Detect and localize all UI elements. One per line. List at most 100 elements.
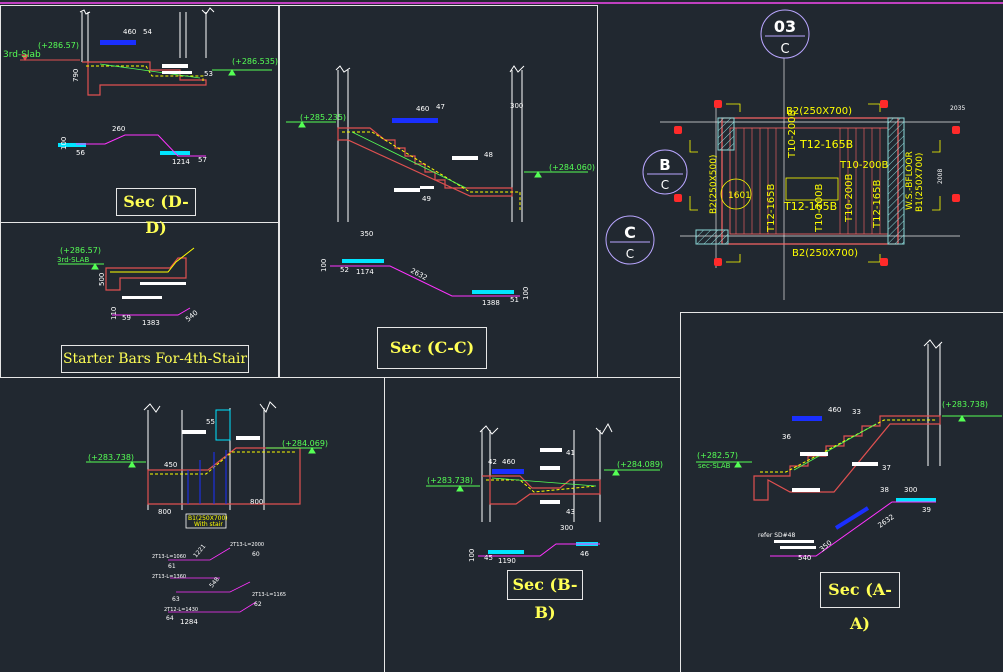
bl-mark-62: 62 [254,601,262,608]
aa-mark-37: 37 [882,464,891,472]
section-dd [20,7,272,157]
plan-rebar-4: T10-200B [839,160,889,171]
callout-03-number: 03 [774,17,796,36]
dd-mark-56: 56 [76,149,85,157]
panel-frames [0,5,1003,672]
aa-refer: refer SD#48 [758,532,795,539]
bl-note-5: 2T12-L=1430 [164,607,198,613]
plan-dim-2035: 2035 [950,105,965,112]
plan-beam-top: B2(250X700) [786,106,852,117]
plan-rebar-5: T12-165B [783,200,837,213]
plan-rebar-1: T12-165B [799,138,853,151]
cc-mark-49: 49 [422,195,431,203]
plan-rebar-2: T10-200B [787,109,798,159]
plan-rebar-3: T12-165B [766,183,777,233]
dd-level-1: (+286.57) [38,41,79,50]
bl-note-1: 2T13-L=1060 [152,554,186,560]
plan-rebar-7: T12-165B [872,179,883,229]
bl-dim-800-left: 800 [158,508,171,516]
cc-level-2: (+284.060) [549,163,595,172]
section-bb [426,422,660,557]
cc-dim-1388: 1388 [482,299,500,307]
dd-dim-460: 460 [123,28,136,36]
starter-title: Starter Bars For-4th-Stair [61,345,249,373]
plan-beam-right: B1(250X700) [915,153,925,212]
bl-level-1: (+283.738) [88,453,134,462]
aa-mark-36: 36 [782,433,791,441]
callout-b-circle [642,149,688,195]
dd-mark-57: 57 [198,156,207,164]
bb-dim-460: 460 [502,458,515,466]
starter-bars-drawing [58,247,195,316]
aa-level-2: (+283.738) [942,400,988,409]
plan-beam-left: B2(250X500) [709,155,719,214]
callout-03-letter: C [780,42,789,57]
dd-dim-260: 260 [112,125,125,133]
dd-dim-1214: 1214 [172,158,190,166]
starter-dim-110: 110 [110,307,118,320]
dd-slab: 3rd-Slab [3,50,41,60]
plan-rebar-8: T10-200B [844,173,855,223]
dd-mark-53: 53 [204,70,213,78]
section-aa [696,339,1002,557]
bb-mark-41: 41 [566,449,575,457]
plan-dim-2008: 2008 [937,169,944,184]
bl-level-2: (+284.069) [282,439,328,448]
sec-bb-title: Sec (B-B) [507,570,583,622]
aa-dim-460: 460 [828,406,841,414]
starter-slab: 3rd-SLAB [57,256,89,264]
sec-bb-title-text: Sec (B-B) [512,575,578,622]
bb-mark-46: 46 [580,550,589,558]
aa-level-1: (+282.57) [697,451,738,460]
cc-dim-1174: 1174 [356,268,374,276]
stair-plan [605,9,960,300]
bl-dim-1221: 1221 [192,543,207,559]
starter-dim-500: 500 [98,273,106,286]
aa-dim-350: 350 [818,539,833,554]
bb-dim-1190: 1190 [498,557,516,565]
cc-dim-100-right: 100 [522,287,530,300]
sec-cc-title: Sec (C-C) [377,327,487,369]
callout-c-letter: C [626,247,634,261]
bl-mark-63: 63 [172,596,180,603]
aa-mark-38: 38 [880,486,889,494]
aa-dim-300: 300 [904,486,917,494]
cc-mark-47: 47 [436,103,445,111]
sec-aa-title: Sec (A-A) [820,572,900,633]
starter-mark-59: 59 [122,314,131,322]
cc-dim-460: 460 [416,105,429,113]
bl-dim-800-right: 800 [250,498,263,506]
cc-mark-52: 52 [340,266,349,274]
cc-dim-300: 300 [510,102,523,110]
bb-level-1: (+283.738) [427,476,473,485]
bl-mark-55: 55 [206,418,215,426]
aa-mark-39: 39 [922,506,931,514]
plan-rebar-6: T10-200B [814,183,825,233]
dd-dim-790: 790 [72,69,80,82]
dd-mark-54: 54 [143,28,152,36]
cc-dim-350: 350 [360,230,373,238]
callout-b-letter: C [661,178,669,192]
plan-wall-label: W.S.-BFLOOR [905,151,915,210]
bl-mark-64: 64 [166,615,174,622]
plan-beam-bottom: B2(250X700) [792,248,858,259]
bl-mark-61: 61 [168,563,176,570]
dd-level-2: (+286.535) [232,57,278,66]
bb-dim-300: 300 [560,524,573,532]
starter-level: (+286.57) [60,246,101,255]
sec-dd-title-text: Sec (D-D) [123,192,189,237]
bl-note-3: 2T13-L=1360 [152,574,186,580]
aa-dim-2632: 2632 [877,513,896,530]
sec-cc-title-text: Sec (C-C) [389,338,475,357]
cc-mark-48: 48 [484,151,493,159]
cc-mark-51: 51 [510,296,519,304]
starter-title-text: Starter Bars For-4th-Stair [62,351,248,367]
plan-dim-1601: 1601 [728,191,751,201]
bb-dim-100: 100 [468,549,476,562]
sec-aa-title-text: Sec (A-A) [828,580,892,633]
aa-dim-540: 540 [798,554,811,562]
callout-b-number: B [659,156,670,174]
callout-03-circle [760,9,810,59]
section-cc [286,65,588,297]
aa-slab: sec-SLAB [698,462,731,470]
